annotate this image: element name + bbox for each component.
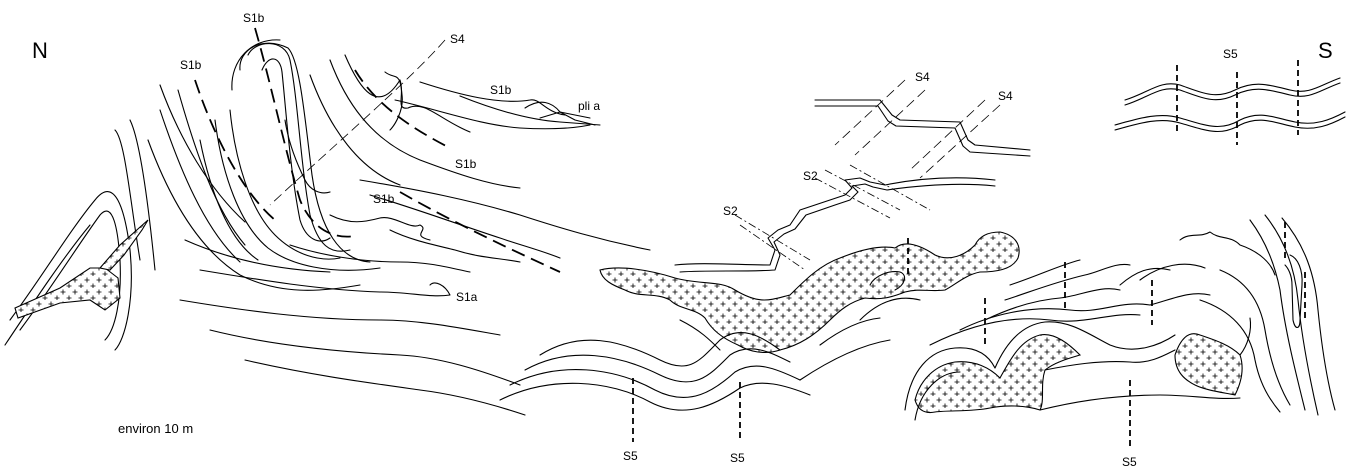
left-antiform bbox=[5, 120, 155, 350]
s4-trace-center-a bbox=[835, 80, 905, 145]
s4-crenulated-layer bbox=[815, 100, 1030, 156]
label-s2-lower: S2 bbox=[723, 204, 738, 218]
s2-trace-a bbox=[735, 215, 810, 260]
label-s1b-left: S1b bbox=[180, 58, 202, 72]
label-s5-top-right: S5 bbox=[1223, 47, 1238, 61]
recumbent-fold bbox=[148, 40, 380, 290]
granite-vein-left-upper bbox=[100, 220, 148, 270]
label-s5-bottom-mid: S5 bbox=[730, 451, 745, 465]
granite-body-right bbox=[915, 335, 1080, 413]
granite-vein-left bbox=[15, 268, 120, 318]
granite-body-right-small bbox=[1175, 334, 1242, 395]
label-s4-right: S4 bbox=[998, 89, 1013, 103]
scale-text: environ 10 m bbox=[118, 421, 193, 436]
label-pli-a: pli a bbox=[578, 99, 600, 113]
south-label: S bbox=[1318, 38, 1333, 63]
middle-limbs bbox=[180, 180, 650, 415]
label-s5-bottom-left: S5 bbox=[623, 449, 638, 463]
north-label: N bbox=[32, 38, 48, 63]
label-s1b-top: S1b bbox=[243, 11, 265, 25]
label-s4-center: S4 bbox=[915, 70, 930, 84]
label-s5-bottom-right: S5 bbox=[1122, 455, 1137, 468]
label-s1b-mid: S1b bbox=[373, 192, 395, 206]
s5-wave-top-right bbox=[1115, 78, 1345, 131]
label-s2-upper: S2 bbox=[803, 169, 818, 183]
label-s4-top: S4 bbox=[450, 32, 465, 46]
s4-trace-center-d bbox=[920, 105, 1000, 178]
label-s1b-upper: S1b bbox=[490, 83, 512, 97]
granite-body-center bbox=[600, 232, 1019, 352]
s1b-trace-upper bbox=[355, 70, 450, 148]
s2-trace-b bbox=[740, 225, 805, 270]
s4-trace-center-c bbox=[910, 100, 985, 170]
label-s1b-right: S1b bbox=[455, 157, 477, 171]
s4-trace-left bbox=[270, 40, 445, 205]
label-s1a: S1a bbox=[456, 290, 478, 304]
